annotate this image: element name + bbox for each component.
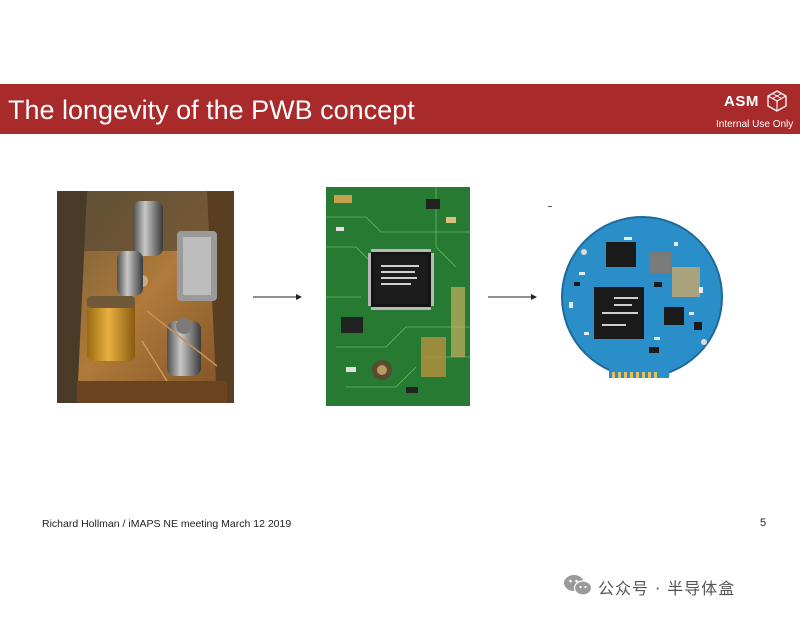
stray-mark <box>548 206 552 207</box>
slide-title: The longevity of the PWB concept <box>8 95 415 125</box>
watermark-text: 公众号 · 半导体盒 <box>598 579 736 598</box>
green-pcb-photo <box>326 187 470 406</box>
title-bar: The longevity of the PWB concept ASM Int… <box>0 84 800 134</box>
page-number: 5 <box>760 517 767 529</box>
vacuum-tube-chassis-photo <box>57 191 234 403</box>
classification-label: Internal Use Only <box>716 119 794 130</box>
footer-credit: Richard Hollman / iMAPS NE meeting March… <box>42 518 292 530</box>
brand-logo-text: ASM <box>724 93 759 110</box>
arrow-right-icon <box>253 294 302 300</box>
cube-logo-icon <box>767 90 787 112</box>
arrow-right-icon <box>488 294 537 300</box>
round-blue-pcb-photo <box>554 212 729 382</box>
wechat-icon <box>564 575 593 596</box>
